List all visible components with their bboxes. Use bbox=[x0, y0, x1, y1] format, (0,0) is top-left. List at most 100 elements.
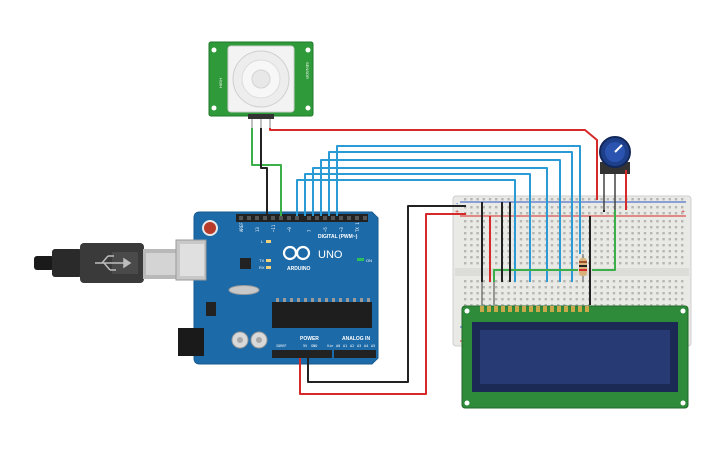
data-wire-4 bbox=[320, 159, 561, 282]
breadboard-hole bbox=[575, 256, 578, 259]
breadboard-hole bbox=[619, 256, 622, 259]
svg-text:A0: A0 bbox=[336, 344, 340, 348]
breadboard-hole bbox=[656, 244, 659, 247]
breadboard-hole bbox=[563, 292, 566, 295]
breadboard-hole bbox=[631, 256, 634, 259]
lcd-pin bbox=[529, 306, 533, 312]
breadboard-hole bbox=[575, 226, 578, 229]
breadboard-hole bbox=[563, 198, 566, 201]
breadboard-hole bbox=[495, 206, 498, 209]
breadboard-hole bbox=[637, 226, 640, 229]
breadboard-hole bbox=[668, 198, 671, 201]
breadboard-hole bbox=[495, 286, 498, 289]
breadboard-hole bbox=[544, 292, 547, 295]
breadboard-hole bbox=[526, 292, 529, 295]
pin-13: 13 bbox=[255, 227, 260, 232]
breadboard-hole bbox=[594, 226, 597, 229]
breadboard-hole bbox=[575, 232, 578, 235]
breadboard-hole bbox=[631, 244, 634, 247]
breadboard-hole bbox=[637, 198, 640, 201]
breadboard-hole bbox=[594, 244, 597, 247]
breadboard-hole bbox=[532, 256, 535, 259]
breadboard-hole bbox=[637, 286, 640, 289]
breadboard-hole bbox=[656, 232, 659, 235]
breadboard-hole bbox=[575, 206, 578, 209]
breadboard-hole bbox=[656, 198, 659, 201]
breadboard-hole bbox=[519, 292, 523, 295]
breadboard-hole bbox=[643, 238, 647, 241]
svg-text:A5: A5 bbox=[371, 344, 375, 348]
breadboard-hole bbox=[557, 304, 560, 307]
breadboard-hole bbox=[526, 238, 529, 241]
breadboard-hole bbox=[550, 298, 554, 301]
breadboard-hole bbox=[606, 262, 609, 265]
breadboard-hole bbox=[581, 244, 585, 247]
uno-logo-text: UNO bbox=[318, 249, 343, 261]
breadboard-hole bbox=[656, 212, 659, 215]
breadboard-hole bbox=[674, 198, 678, 201]
breadboard-hole bbox=[532, 298, 535, 301]
arduino-uno-board: AREF 13 ~11 ~9 7 ~5 ~3 TX 1 DIGITAL (PWM… bbox=[175, 211, 379, 365]
breadboard-hole bbox=[507, 256, 510, 259]
breadboard-hole bbox=[544, 262, 547, 265]
breadboard-hole bbox=[625, 286, 628, 289]
pin-aref: AREF bbox=[239, 222, 244, 232]
breadboard-hole bbox=[557, 262, 560, 265]
breadboard-hole bbox=[643, 226, 647, 229]
breadboard-hole bbox=[674, 238, 678, 241]
breadboard-hole bbox=[650, 244, 653, 247]
breadboard-hole bbox=[650, 238, 653, 241]
breadboard-hole bbox=[557, 206, 560, 209]
breadboard-hole bbox=[674, 256, 678, 259]
breadboard-hole bbox=[656, 256, 659, 259]
breadboard-hole bbox=[507, 226, 510, 229]
breadboard-hole bbox=[569, 232, 572, 235]
breadboard-hole bbox=[513, 286, 516, 289]
breadboard-hole bbox=[643, 298, 647, 301]
breadboard-hole bbox=[594, 206, 597, 209]
breadboard-hole bbox=[464, 238, 467, 241]
breadboard-hole bbox=[619, 262, 622, 265]
breadboard-hole bbox=[482, 244, 485, 247]
breadboard-hole bbox=[681, 262, 684, 265]
breadboard-hole bbox=[482, 226, 485, 229]
breadboard-hole bbox=[470, 226, 473, 229]
data-wire-1 bbox=[296, 179, 516, 282]
breadboard-hole bbox=[519, 220, 523, 223]
breadboard-hole bbox=[575, 198, 578, 201]
breadboard-hole bbox=[470, 220, 473, 223]
breadboard-hole bbox=[619, 304, 622, 307]
breadboard-hole bbox=[544, 256, 547, 259]
breadboard-hole bbox=[544, 250, 547, 253]
breadboard-hole bbox=[662, 232, 665, 235]
breadboard-hole bbox=[476, 304, 479, 307]
breadboard-hole bbox=[625, 212, 628, 215]
breadboard-hole bbox=[643, 292, 647, 295]
breadboard-hole bbox=[650, 212, 653, 215]
breadboard-hole bbox=[674, 286, 678, 289]
breadboard-hole bbox=[569, 262, 572, 265]
breadboard-hole bbox=[526, 226, 529, 229]
breadboard-hole bbox=[519, 280, 523, 283]
breadboard-hole bbox=[482, 238, 485, 241]
breadboard-hole bbox=[464, 198, 467, 201]
vcc-rail-wire bbox=[299, 213, 466, 395]
lcd-pin-header bbox=[480, 306, 589, 312]
breadboard-hole bbox=[569, 226, 572, 229]
breadboard-hole bbox=[488, 292, 492, 295]
breadboard-hole bbox=[674, 244, 678, 247]
pin-tx: TX 1 bbox=[355, 222, 360, 232]
breadboard-hole bbox=[544, 298, 547, 301]
breadboard-hole bbox=[557, 232, 560, 235]
breadboard-hole bbox=[619, 286, 622, 289]
breadboard-hole bbox=[656, 206, 659, 209]
breadboard-hole bbox=[544, 212, 547, 215]
breadboard-hole bbox=[476, 232, 479, 235]
breadboard-hole bbox=[650, 286, 653, 289]
breadboard-hole bbox=[681, 226, 684, 229]
breadboard-hole bbox=[526, 262, 529, 265]
breadboard-hole bbox=[544, 226, 547, 229]
breadboard-hole bbox=[631, 250, 634, 253]
lcd-green-wire bbox=[493, 269, 578, 282]
breadboard-hole bbox=[681, 304, 684, 307]
